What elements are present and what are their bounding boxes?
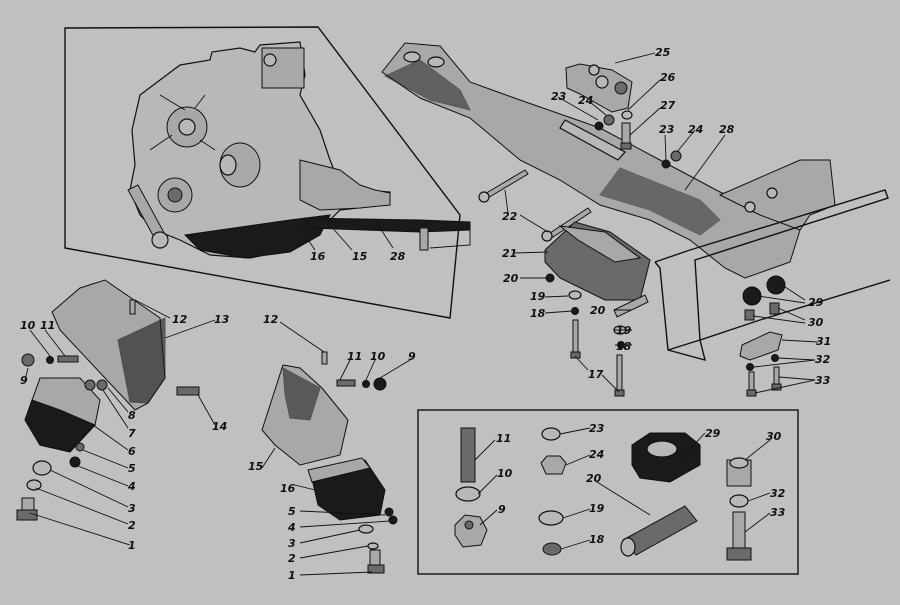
callout-32: 32 bbox=[815, 353, 831, 366]
callout-5: 5 bbox=[128, 462, 136, 475]
detail-label-18: 18 bbox=[589, 533, 605, 546]
detail-label-23: 23 bbox=[589, 422, 605, 435]
callout-10-center: 10 bbox=[370, 350, 386, 363]
inset-frame bbox=[64, 26, 461, 319]
inset-label-28: 28 bbox=[390, 250, 406, 263]
crossmember-inset bbox=[304, 217, 471, 233]
callout-16: 16 bbox=[280, 482, 296, 495]
callout-24-right: 24 bbox=[688, 123, 703, 136]
callout-28: 28 bbox=[719, 123, 735, 136]
inset-label-16: 16 bbox=[310, 250, 326, 263]
callout-19-right: 19 bbox=[616, 324, 632, 337]
callout-23: 23 bbox=[551, 90, 567, 103]
callout-17: 17 bbox=[588, 368, 604, 381]
callout-29: 29 bbox=[808, 296, 824, 309]
callout-7: 7 bbox=[128, 427, 136, 440]
detail-label-24: 24 bbox=[589, 448, 604, 461]
callout-5-center: 5 bbox=[288, 505, 296, 518]
callout-4: 4 bbox=[127, 480, 136, 493]
callout-11: 11 bbox=[40, 319, 55, 332]
callout-24: 24 bbox=[578, 94, 593, 107]
callout-10: 10 bbox=[20, 319, 36, 332]
detail-label-29: 29 bbox=[705, 427, 721, 440]
callout-9-center: 9 bbox=[408, 350, 416, 363]
callout-labels: 1 2 3 4 5 6 7 8 9 10 11 12 13 14 12 11 1… bbox=[20, 46, 831, 582]
callout-30: 30 bbox=[808, 316, 824, 329]
callout-8: 8 bbox=[128, 409, 136, 422]
callout-20: 20 bbox=[503, 272, 519, 285]
engine-illustration bbox=[127, 41, 471, 259]
callout-2: 2 bbox=[128, 519, 136, 532]
callout-18-right: 18 bbox=[616, 340, 632, 353]
callout-26: 26 bbox=[660, 71, 676, 84]
callout-19: 19 bbox=[530, 290, 546, 303]
callout-20-right: 20 bbox=[590, 304, 606, 317]
callout-14: 14 bbox=[212, 420, 227, 433]
callout-2-center: 2 bbox=[288, 552, 296, 565]
detail-part-29 bbox=[631, 432, 701, 483]
callout-1-center: 1 bbox=[288, 569, 296, 582]
oil-pan bbox=[183, 214, 331, 259]
callout-11-center: 11 bbox=[347, 350, 362, 363]
callout-18: 18 bbox=[530, 307, 546, 320]
callout-22: 22 bbox=[502, 210, 518, 223]
crossmember-assembly bbox=[381, 42, 891, 397]
callout-27: 27 bbox=[660, 99, 676, 112]
detail-label-10: 10 bbox=[497, 467, 513, 480]
callout-4-center: 4 bbox=[287, 521, 296, 534]
detail-label-30: 30 bbox=[766, 430, 782, 443]
detail-label-11: 11 bbox=[496, 432, 511, 445]
detail-label-20: 20 bbox=[586, 472, 602, 485]
callout-1: 1 bbox=[128, 539, 136, 552]
inset-label-15: 15 bbox=[352, 250, 368, 263]
detail-label-9: 9 bbox=[498, 503, 506, 516]
crossmember-beam bbox=[381, 42, 801, 279]
detail-box-frame bbox=[417, 409, 799, 575]
frame-channel bbox=[654, 189, 891, 341]
callout-31: 31 bbox=[816, 335, 831, 348]
left-mount-assembly bbox=[16, 279, 200, 521]
callout-6: 6 bbox=[128, 445, 136, 458]
callout-12-center: 12 bbox=[263, 313, 279, 326]
callout-3: 3 bbox=[128, 502, 136, 515]
callout-25: 25 bbox=[655, 46, 671, 59]
engine-inset: 16 15 28 bbox=[64, 26, 471, 319]
hardware-detail-box bbox=[417, 409, 799, 575]
center-mount-assembly bbox=[261, 351, 398, 574]
callout-9: 9 bbox=[20, 374, 28, 387]
detail-label-32: 32 bbox=[770, 487, 786, 500]
callout-33: 33 bbox=[815, 374, 831, 387]
callout-13: 13 bbox=[214, 313, 230, 326]
callout-12: 12 bbox=[172, 313, 188, 326]
callout-15: 15 bbox=[248, 460, 264, 473]
callout-23-right: 23 bbox=[659, 123, 675, 136]
detail-label-19: 19 bbox=[589, 502, 605, 515]
leader-lines bbox=[24, 52, 819, 576]
detail-label-33: 33 bbox=[770, 506, 786, 519]
callout-3-center: 3 bbox=[288, 537, 296, 550]
callout-21: 21 bbox=[502, 247, 517, 260]
